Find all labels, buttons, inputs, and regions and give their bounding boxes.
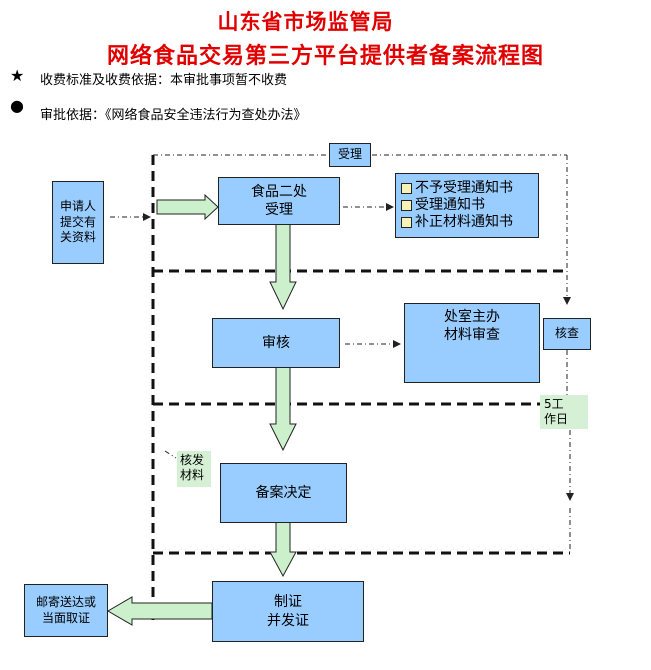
title-line2: 网络食品交易第三方平台提供者备案流程图	[106, 43, 544, 69]
checkbox-icon	[401, 200, 412, 211]
applicant-line-3: 关资料	[59, 230, 96, 245]
applicant-line-2: 提交有	[59, 214, 96, 229]
issue-materials-line-1: 核发	[180, 453, 205, 467]
office-review-line-2: 材料审查	[444, 327, 500, 344]
basis-note: 审批依据：《网络食品安全违法行为查处办法》	[40, 108, 307, 123]
certificate-line-1: 制证	[274, 594, 302, 611]
delivery-line-2: 当面取证	[41, 610, 90, 625]
notice-item: 不予受理通知书	[401, 180, 513, 197]
notices-box: 不予受理通知书 受理通知书 补正材料通知书	[395, 173, 539, 238]
office-review-box: 处室主办 材料审查	[404, 303, 540, 383]
workdays-line-2: 作日	[544, 412, 569, 426]
bullet-icon: ●	[10, 96, 24, 115]
verify-label: 核查	[554, 326, 579, 341]
arrow-to-delivery	[107, 596, 213, 626]
applicant-box: 申请人 提交有 关资料	[52, 181, 104, 264]
workdays-label: 5工 作日	[540, 395, 588, 429]
star-icon: ★	[10, 66, 25, 85]
notice-accept: 受理通知书	[415, 197, 485, 213]
division-accept-line-2: 受理	[265, 202, 293, 218]
arrow-to-review	[269, 222, 297, 311]
arrow-to-certificate	[269, 521, 297, 578]
checkbox-icon	[401, 217, 412, 228]
applicant-line-1: 申请人	[59, 199, 96, 214]
office-review-line-1: 处室主办	[444, 309, 500, 325]
decision-box: 备案决定	[220, 463, 347, 523]
delivery-box: 邮寄送达或 当面取证	[24, 584, 108, 637]
delivery-line-1: 邮寄送达或	[35, 594, 96, 609]
notice-item: 受理通知书	[401, 197, 513, 214]
certificate-box: 制证 并发证	[212, 581, 364, 642]
issue-materials-label: 核发 材料	[177, 451, 211, 487]
verify-box: 核查	[543, 318, 591, 350]
division-accept-line-1: 食品二处	[251, 183, 307, 200]
arrow-to-division	[156, 193, 219, 221]
accept-label-box: 受理	[329, 143, 371, 167]
checkbox-icon	[401, 183, 412, 194]
title-line1: 山东省市场监管局	[217, 9, 394, 34]
accept-label: 受理	[337, 147, 362, 162]
division-accept-box: 食品二处 受理	[218, 177, 340, 225]
decision-label: 备案决定	[255, 484, 312, 501]
arrow-to-decision	[269, 366, 297, 452]
issue-materials-line-2: 材料	[180, 468, 205, 482]
review-label: 审核	[262, 334, 290, 351]
review-box: 审核	[212, 318, 340, 368]
fee-note: 收费标准及收费依据：本审批事项暂不收费	[40, 73, 288, 88]
notice-supplement: 补正材料通知书	[415, 214, 513, 230]
workdays-line-1: 5工	[544, 397, 564, 411]
notice-reject: 不予受理通知书	[415, 180, 513, 196]
certificate-line-2: 并发证	[267, 612, 309, 629]
notice-item: 补正材料通知书	[401, 214, 513, 231]
